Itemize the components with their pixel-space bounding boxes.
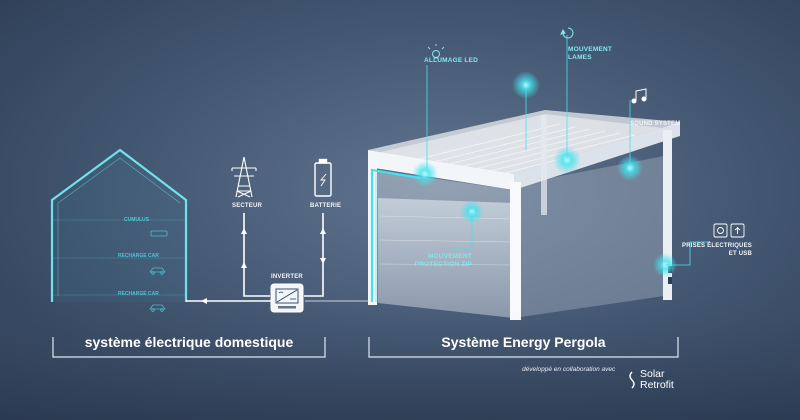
brand-line-2: Retrofit xyxy=(640,379,674,391)
car-icon-2 xyxy=(149,304,166,312)
car-icon xyxy=(149,267,166,275)
zip-screen xyxy=(378,198,514,318)
feature-prises-label: PRISES ÉLECTRIQUES ET USB xyxy=(682,243,752,257)
house-outline xyxy=(50,148,188,302)
solar-retrofit-logo-icon xyxy=(629,371,635,389)
floor-shade xyxy=(0,300,800,420)
secteur-label: SECTEUR xyxy=(232,203,263,209)
house-bracket xyxy=(52,337,326,358)
glow-lames xyxy=(553,146,581,174)
feature-lames-label: MOUVEMENT LAMES xyxy=(568,46,613,61)
glow-sound xyxy=(617,155,643,181)
battery-icon xyxy=(314,158,332,197)
pergola-structure xyxy=(368,110,680,320)
rotate-icon xyxy=(560,27,574,39)
bulb-icon xyxy=(427,44,445,59)
outlet-icon xyxy=(713,223,728,238)
leader-lines xyxy=(426,35,710,266)
brand-line-1: Solar xyxy=(640,368,665,380)
feature-zip-label: MOUVEMENT PROTECTION ZIP xyxy=(414,253,472,268)
house-item-cumulus: CUMULUS xyxy=(124,217,149,223)
boiler-icon xyxy=(150,230,168,237)
house-item-recharge-2: RECHARGE CAR xyxy=(118,291,159,297)
inverter-label: INVERTER xyxy=(271,274,303,280)
feature-led-label: ALLUMAGE LED xyxy=(424,57,479,64)
glow-main xyxy=(512,71,540,99)
batterie-label: BATTERIE xyxy=(310,203,342,209)
pergola-section-title: Système Energy Pergola xyxy=(441,334,606,350)
house-item-recharge-1: RECHARGE CAR xyxy=(118,253,159,259)
music-note-icon xyxy=(631,88,647,104)
inverter-icon xyxy=(270,283,304,313)
feature-sound-label: SOUND SYSTEM xyxy=(630,121,681,127)
glow-led xyxy=(412,161,438,187)
credit-text: développé en collaboration avec xyxy=(522,366,616,373)
power-tower-icon xyxy=(231,156,257,198)
flow-arrows xyxy=(201,228,326,304)
house-section-title: système électrique domestique xyxy=(84,334,294,350)
usb-icon xyxy=(730,223,745,238)
pergola-bracket xyxy=(368,337,679,358)
